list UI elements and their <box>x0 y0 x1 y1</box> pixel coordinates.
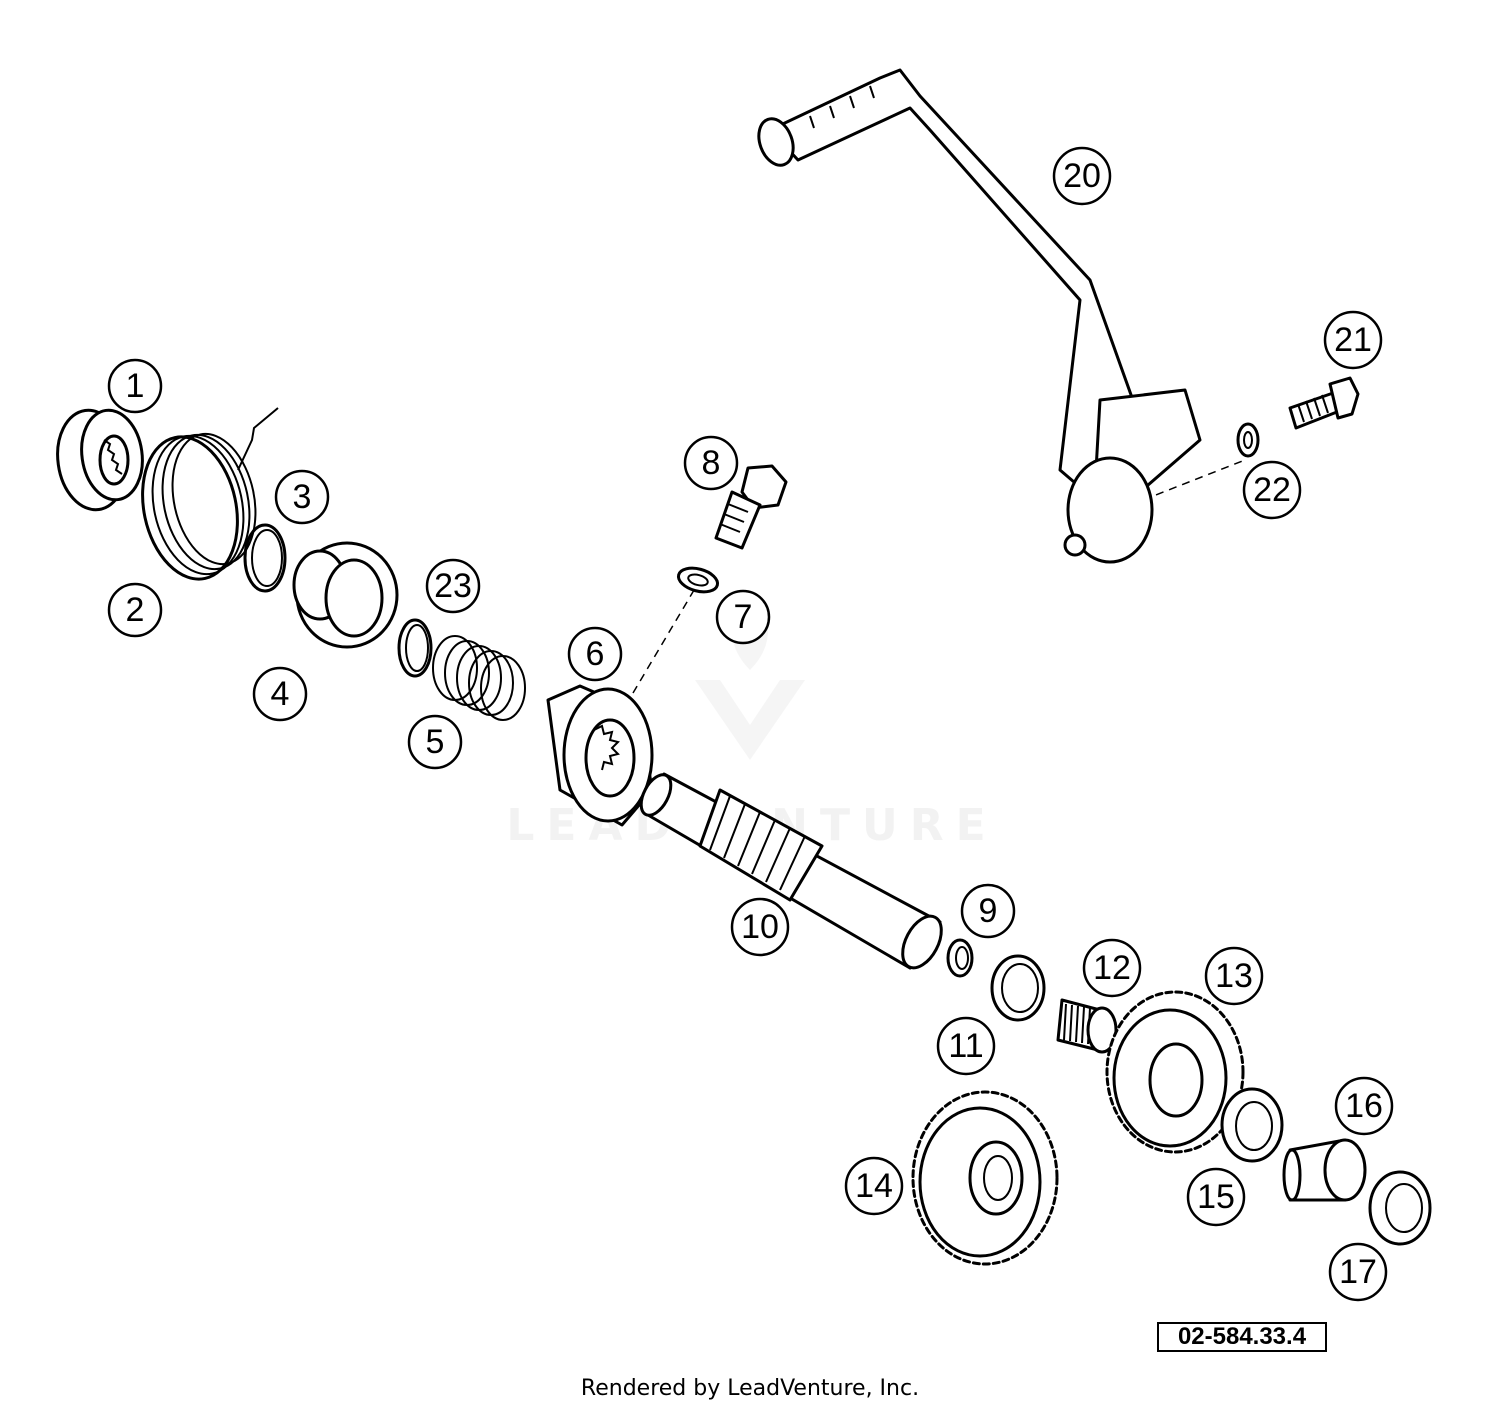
svg-text:3: 3 <box>293 478 312 516</box>
callout-7: 7 <box>715 589 771 645</box>
part-1-splined-bushing <box>56 408 144 512</box>
part-4-spring-plate <box>292 541 399 649</box>
part-22-lock-washer <box>1236 422 1260 458</box>
svg-text:7: 7 <box>734 598 753 636</box>
svg-text:10: 10 <box>741 908 779 946</box>
svg-text:17: 17 <box>1339 1253 1377 1291</box>
part-7-washer <box>676 566 720 594</box>
render-credit: Rendered by LeadVenture, Inc. <box>580 1376 920 1401</box>
part-15-washer <box>1220 1087 1284 1163</box>
callout-16: 16 <box>1334 1076 1394 1136</box>
callout-9: 9 <box>960 883 1016 939</box>
callout-5: 5 <box>407 714 463 770</box>
callout-15: 15 <box>1186 1167 1246 1227</box>
svg-text:5: 5 <box>426 723 445 761</box>
part-13-idler-gear <box>1105 990 1245 1154</box>
part-3-circlip <box>243 523 287 593</box>
part-17-bushing <box>1368 1170 1432 1246</box>
callout-4: 4 <box>252 666 308 722</box>
part-5-ratchet-spring <box>432 635 526 721</box>
callout-17: 17 <box>1328 1242 1388 1302</box>
callout-13: 13 <box>1204 946 1264 1006</box>
callout-3: 3 <box>274 469 330 525</box>
svg-text:14: 14 <box>855 1167 893 1205</box>
part-8-bolt <box>714 464 788 550</box>
svg-text:11: 11 <box>948 1027 983 1065</box>
svg-text:15: 15 <box>1197 1178 1235 1216</box>
callout-21: 21 <box>1323 310 1383 370</box>
svg-text:23: 23 <box>434 567 472 605</box>
callout-12: 12 <box>1082 938 1142 998</box>
svg-text:1: 1 <box>126 367 145 405</box>
part-2-return-spring <box>141 407 279 581</box>
part-12-needle-bearing <box>1056 998 1118 1054</box>
svg-text:9: 9 <box>979 892 998 930</box>
document-number-label: 02-584.33.4 <box>1157 1322 1327 1352</box>
svg-text:21: 21 <box>1334 321 1372 359</box>
alignment-lines <box>632 459 1246 694</box>
svg-text:2: 2 <box>126 591 145 629</box>
part-20-kickstart-lever <box>757 68 1202 564</box>
part-10-kickstart-shaft <box>639 772 943 970</box>
callout-23: 23 <box>425 558 481 614</box>
part-14-kickstart-gear <box>911 1090 1059 1266</box>
svg-text:22: 22 <box>1253 471 1291 509</box>
part-21-screw <box>1288 376 1360 430</box>
callout-11: 11 <box>936 1016 996 1076</box>
part-11-thrust-washer <box>990 954 1046 1022</box>
callout-8: 8 <box>683 435 739 491</box>
svg-text:16: 16 <box>1345 1087 1383 1125</box>
callout-1: 1 <box>107 358 163 414</box>
callout-22: 22 <box>1242 460 1302 520</box>
callout-2: 2 <box>107 582 163 638</box>
part-23-snap-ring <box>397 618 433 678</box>
callout-20: 20 <box>1052 146 1112 206</box>
svg-text:20: 20 <box>1063 157 1101 195</box>
svg-text:6: 6 <box>586 635 605 673</box>
part-9-spacer <box>946 938 974 978</box>
svg-text:12: 12 <box>1093 949 1131 987</box>
part-6-ratchet-gear <box>546 684 654 827</box>
callout-14: 14 <box>844 1156 904 1216</box>
callout-6: 6 <box>567 626 623 682</box>
svg-text:4: 4 <box>271 675 290 713</box>
callout-10: 10 <box>730 897 790 957</box>
part-16-bearing <box>1282 1138 1367 1202</box>
svg-text:13: 13 <box>1215 957 1253 995</box>
svg-text:8: 8 <box>702 444 721 482</box>
